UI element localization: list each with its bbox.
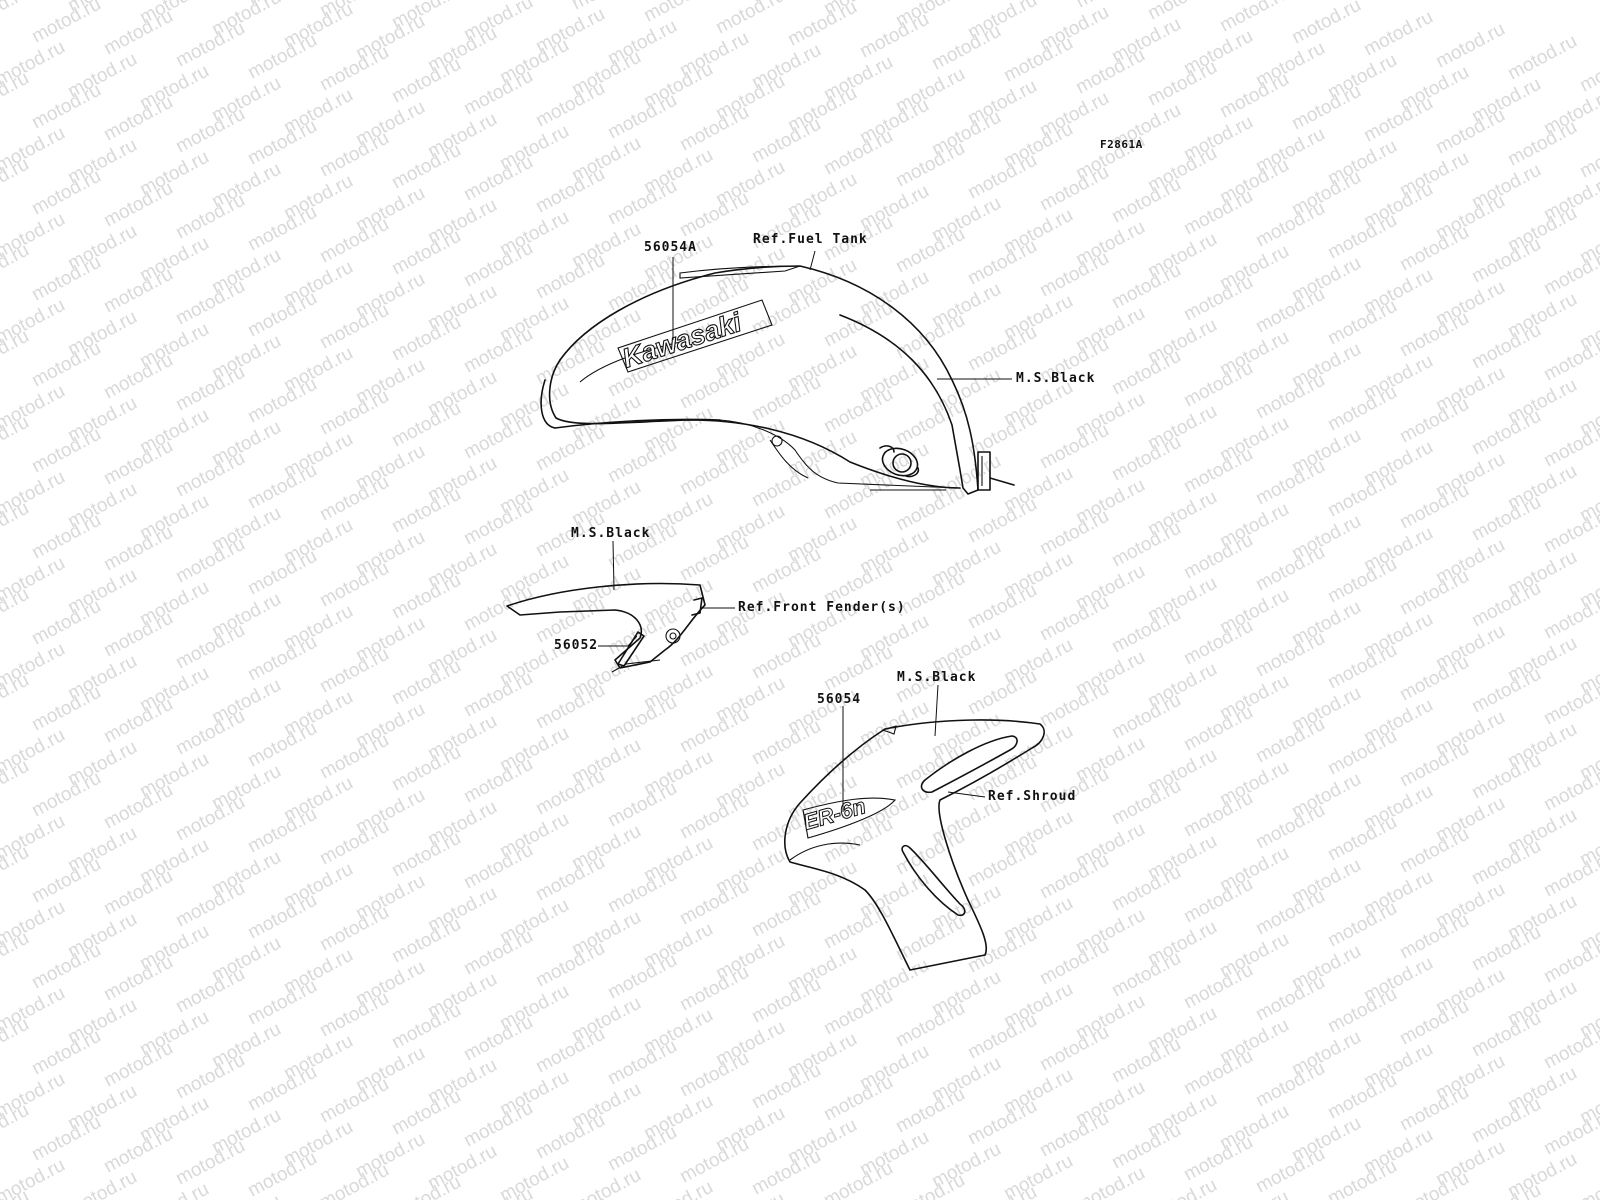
figure-code: F2861A xyxy=(1100,138,1143,151)
er6n-decal: ER-6n xyxy=(800,793,869,836)
fuel-tank-reference: Ref.Fuel Tank xyxy=(753,232,868,247)
front-fender-outline xyxy=(506,582,706,673)
shroud-reference: Ref.Shroud xyxy=(988,789,1077,804)
fuel-tank-part-number: 56054A xyxy=(644,240,697,255)
er6n-logo: ER-6n xyxy=(800,793,868,835)
shroud-outline xyxy=(784,719,1045,971)
front-fender-part-number: 56052 xyxy=(554,638,599,653)
tank-rear-bracket xyxy=(977,451,1015,491)
front-fender-reference: Ref.Front Fender(s) xyxy=(738,600,906,615)
front-fender-finish: M.S.Black xyxy=(571,526,651,541)
kawasaki-decal: Kawasaki xyxy=(617,299,773,374)
fuel-tank-finish: M.S.Black xyxy=(1016,371,1096,386)
shroud-finish: M.S.Black xyxy=(897,670,977,685)
kawasaki-logo: Kawasaki xyxy=(619,307,746,374)
fuel-tank-outline xyxy=(540,265,1015,495)
shroud-part-number: 56054 xyxy=(817,692,862,707)
